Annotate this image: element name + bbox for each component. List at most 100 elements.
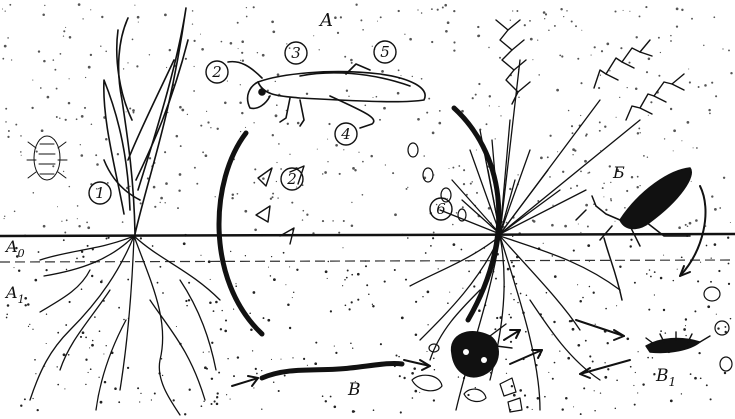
earthworm: [262, 363, 402, 378]
stipple-dot: [648, 58, 651, 61]
stipple-dot: [5, 108, 7, 110]
stipple-dot: [587, 172, 588, 173]
stipple-dot: [577, 284, 578, 285]
stipple-dot: [351, 62, 353, 64]
stipple-dot: [462, 206, 464, 208]
stipple-dot: [222, 310, 223, 311]
stipple-dot: [203, 352, 204, 353]
stipple-dot: [412, 76, 413, 77]
stipple-dot: [276, 181, 277, 182]
stipple-dot: [372, 305, 374, 307]
stipple-dot: [227, 81, 228, 82]
stipple-dot: [246, 16, 248, 18]
stipple-dot: [11, 59, 12, 60]
stipple-dot: [129, 186, 130, 187]
stipple-dot: [552, 255, 554, 257]
stipple-dot: [629, 11, 630, 12]
stipple-dot: [347, 270, 349, 272]
stipple-dot: [126, 111, 127, 112]
stipple-dot: [629, 245, 631, 247]
stipple-dot: [694, 377, 697, 380]
stipple-dot: [577, 58, 579, 60]
stipple-dot: [584, 160, 587, 163]
stipple-dot: [398, 356, 400, 358]
stipple-dot: [518, 96, 520, 98]
stipple-dot: [27, 303, 30, 306]
stipple-dot: [372, 304, 373, 305]
stipple-dot: [580, 413, 582, 415]
stipple-dot: [82, 331, 85, 334]
stipple-dot: [2, 58, 4, 60]
stipple-dot: [230, 399, 231, 400]
stipple-dot: [201, 405, 203, 407]
stipple-dot: [574, 149, 576, 151]
stipple-dot: [92, 340, 94, 342]
stipple-dot: [137, 16, 140, 19]
stipple-dot: [718, 270, 720, 272]
stipple-dot: [252, 350, 253, 351]
stipple-dot: [32, 80, 33, 81]
stipple-dot: [658, 75, 660, 77]
stipple-dot: [681, 256, 683, 258]
stipple-dot: [140, 237, 142, 239]
stipple-dot: [707, 305, 710, 308]
stipple-dot: [86, 222, 88, 224]
stipple-dot: [494, 328, 496, 330]
stipple-dot: [602, 187, 604, 189]
stipple-dot: [589, 172, 591, 174]
stipple-dot: [658, 37, 660, 39]
stipple-dot: [5, 10, 6, 11]
stipple-dot: [516, 10, 518, 12]
stipple-dot: [572, 132, 574, 134]
stipple-dot: [127, 62, 128, 63]
stipple-dot: [82, 256, 84, 258]
stipple-dot: [384, 281, 386, 283]
stipple-dot: [434, 369, 435, 370]
stipple-dot: [47, 96, 50, 99]
stipple-dot: [546, 292, 548, 294]
stipple-dot: [240, 84, 241, 85]
stipple-dot: [196, 183, 198, 185]
stipple-dot: [292, 357, 293, 358]
number-label: 6: [436, 200, 446, 218]
stipple-dot: [507, 268, 510, 271]
stipple-dot: [317, 149, 318, 150]
stipple-dot: [552, 334, 553, 335]
stipple-dot: [348, 96, 349, 97]
stipple-dot: [554, 275, 557, 278]
stipple-dot: [29, 324, 30, 325]
stipple-dot: [90, 54, 92, 56]
stipple-dot: [41, 129, 44, 132]
stipple-dot: [227, 358, 228, 359]
stipple-dot: [253, 122, 254, 123]
stipple-dot: [6, 314, 8, 316]
stipple-dot: [200, 125, 202, 127]
stipple-dot: [20, 151, 22, 153]
stipple-dot: [471, 181, 472, 182]
stipple-dot: [322, 220, 324, 222]
stipple-dot: [46, 343, 47, 344]
stipple-dot: [548, 372, 549, 373]
stipple-dot: [226, 394, 227, 395]
stipple-dot: [639, 15, 641, 17]
stipple-dot: [127, 279, 129, 281]
stipple-dot: [601, 50, 603, 52]
stipple-dot: [306, 214, 308, 216]
stipple-dot: [69, 78, 70, 79]
stipple-dot: [660, 277, 663, 280]
circled-number-2a: 2: [206, 61, 228, 83]
stipple-dot: [88, 66, 91, 69]
stipple-dot: [513, 394, 516, 397]
stipple-dot: [335, 144, 338, 147]
stipple-dot: [230, 251, 231, 252]
stipple-dot: [554, 362, 556, 364]
stipple-dot: [254, 168, 256, 170]
stipple-dot: [179, 106, 182, 109]
stipple-dot: [544, 396, 546, 398]
stipple-dot: [660, 330, 662, 332]
stipple-dot: [162, 292, 164, 294]
stipple-dot: [224, 330, 227, 333]
stipple-dot: [452, 167, 454, 169]
stipple-dot: [566, 10, 567, 11]
stipple-dot: [330, 396, 332, 398]
